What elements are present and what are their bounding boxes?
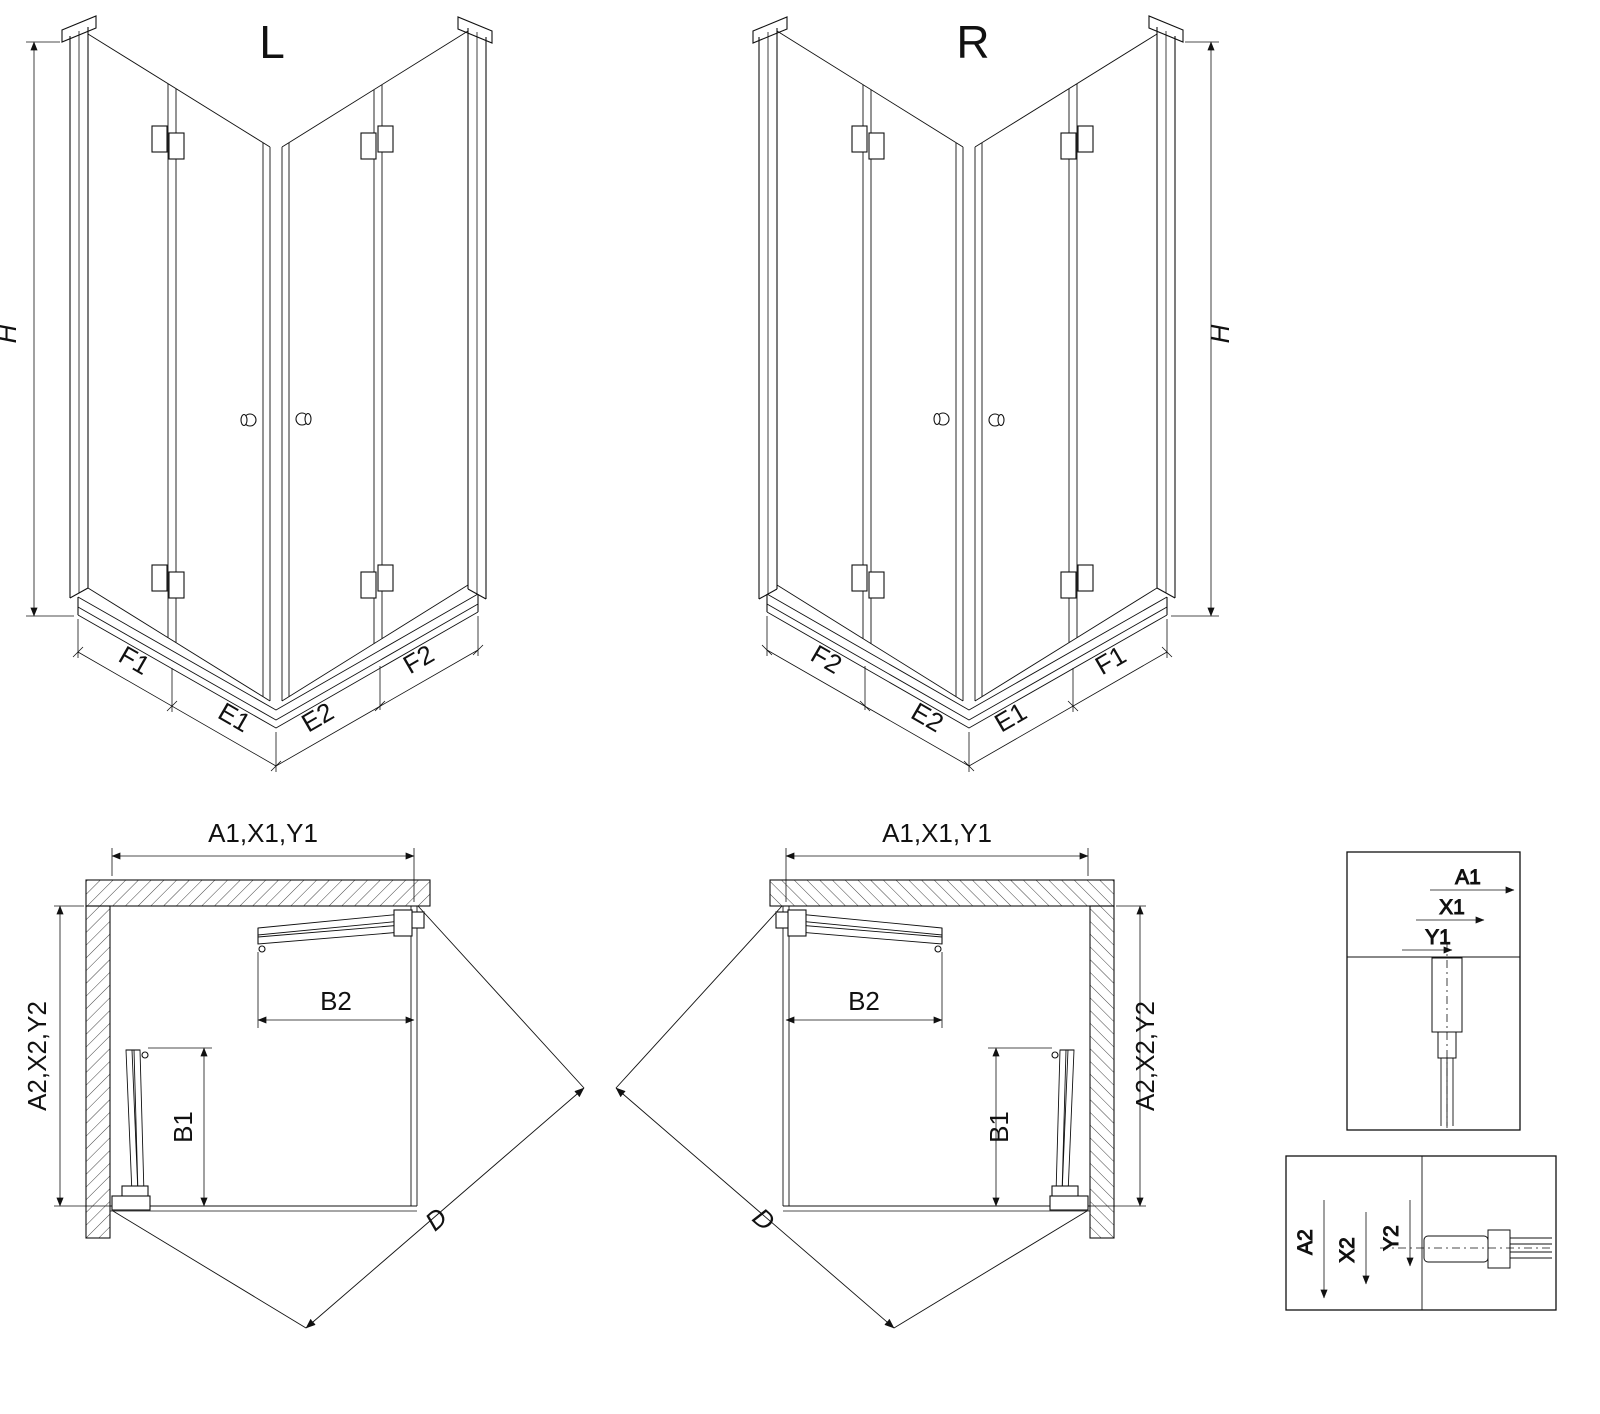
plan-right-depth-dim: A2,X2,Y2 [1130, 1001, 1160, 1111]
detail-floor-dim-y2: Y2 [1380, 1225, 1403, 1251]
plan-left-width-dim: A1,X1,Y1 [208, 818, 318, 848]
plan-right-width-dim: A1,X1,Y1 [882, 818, 992, 848]
detail-wall-dim-x1: X1 [1439, 896, 1465, 919]
detail-floor-dim-x2: X2 [1336, 1237, 1359, 1263]
iso-right-title: R [956, 16, 989, 68]
plan-left-depth-dim: A2,X2,Y2 [22, 1001, 52, 1111]
detail-wall-dim-a1: A1 [1455, 866, 1481, 889]
plan-right-door-top-dim: B2 [848, 986, 880, 1016]
plan-left-door-side-dim: B1 [168, 1111, 198, 1143]
plan-right-door-side-dim: B1 [984, 1111, 1014, 1143]
detail-floor-dim-a2: A2 [1294, 1229, 1317, 1255]
plan-left-door-top-dim: B2 [320, 986, 352, 1016]
iso-left-title: L [259, 16, 285, 68]
detail-wall-profile: A1 X1 Y1 [1346, 851, 1521, 1131]
iso-left-height-label: H [0, 324, 22, 343]
detail-wall-dim-y1: Y1 [1425, 926, 1451, 949]
detail-floor-profile: A2 X2 Y2 [1285, 1155, 1557, 1311]
iso-right-height-label: H [1205, 324, 1235, 343]
